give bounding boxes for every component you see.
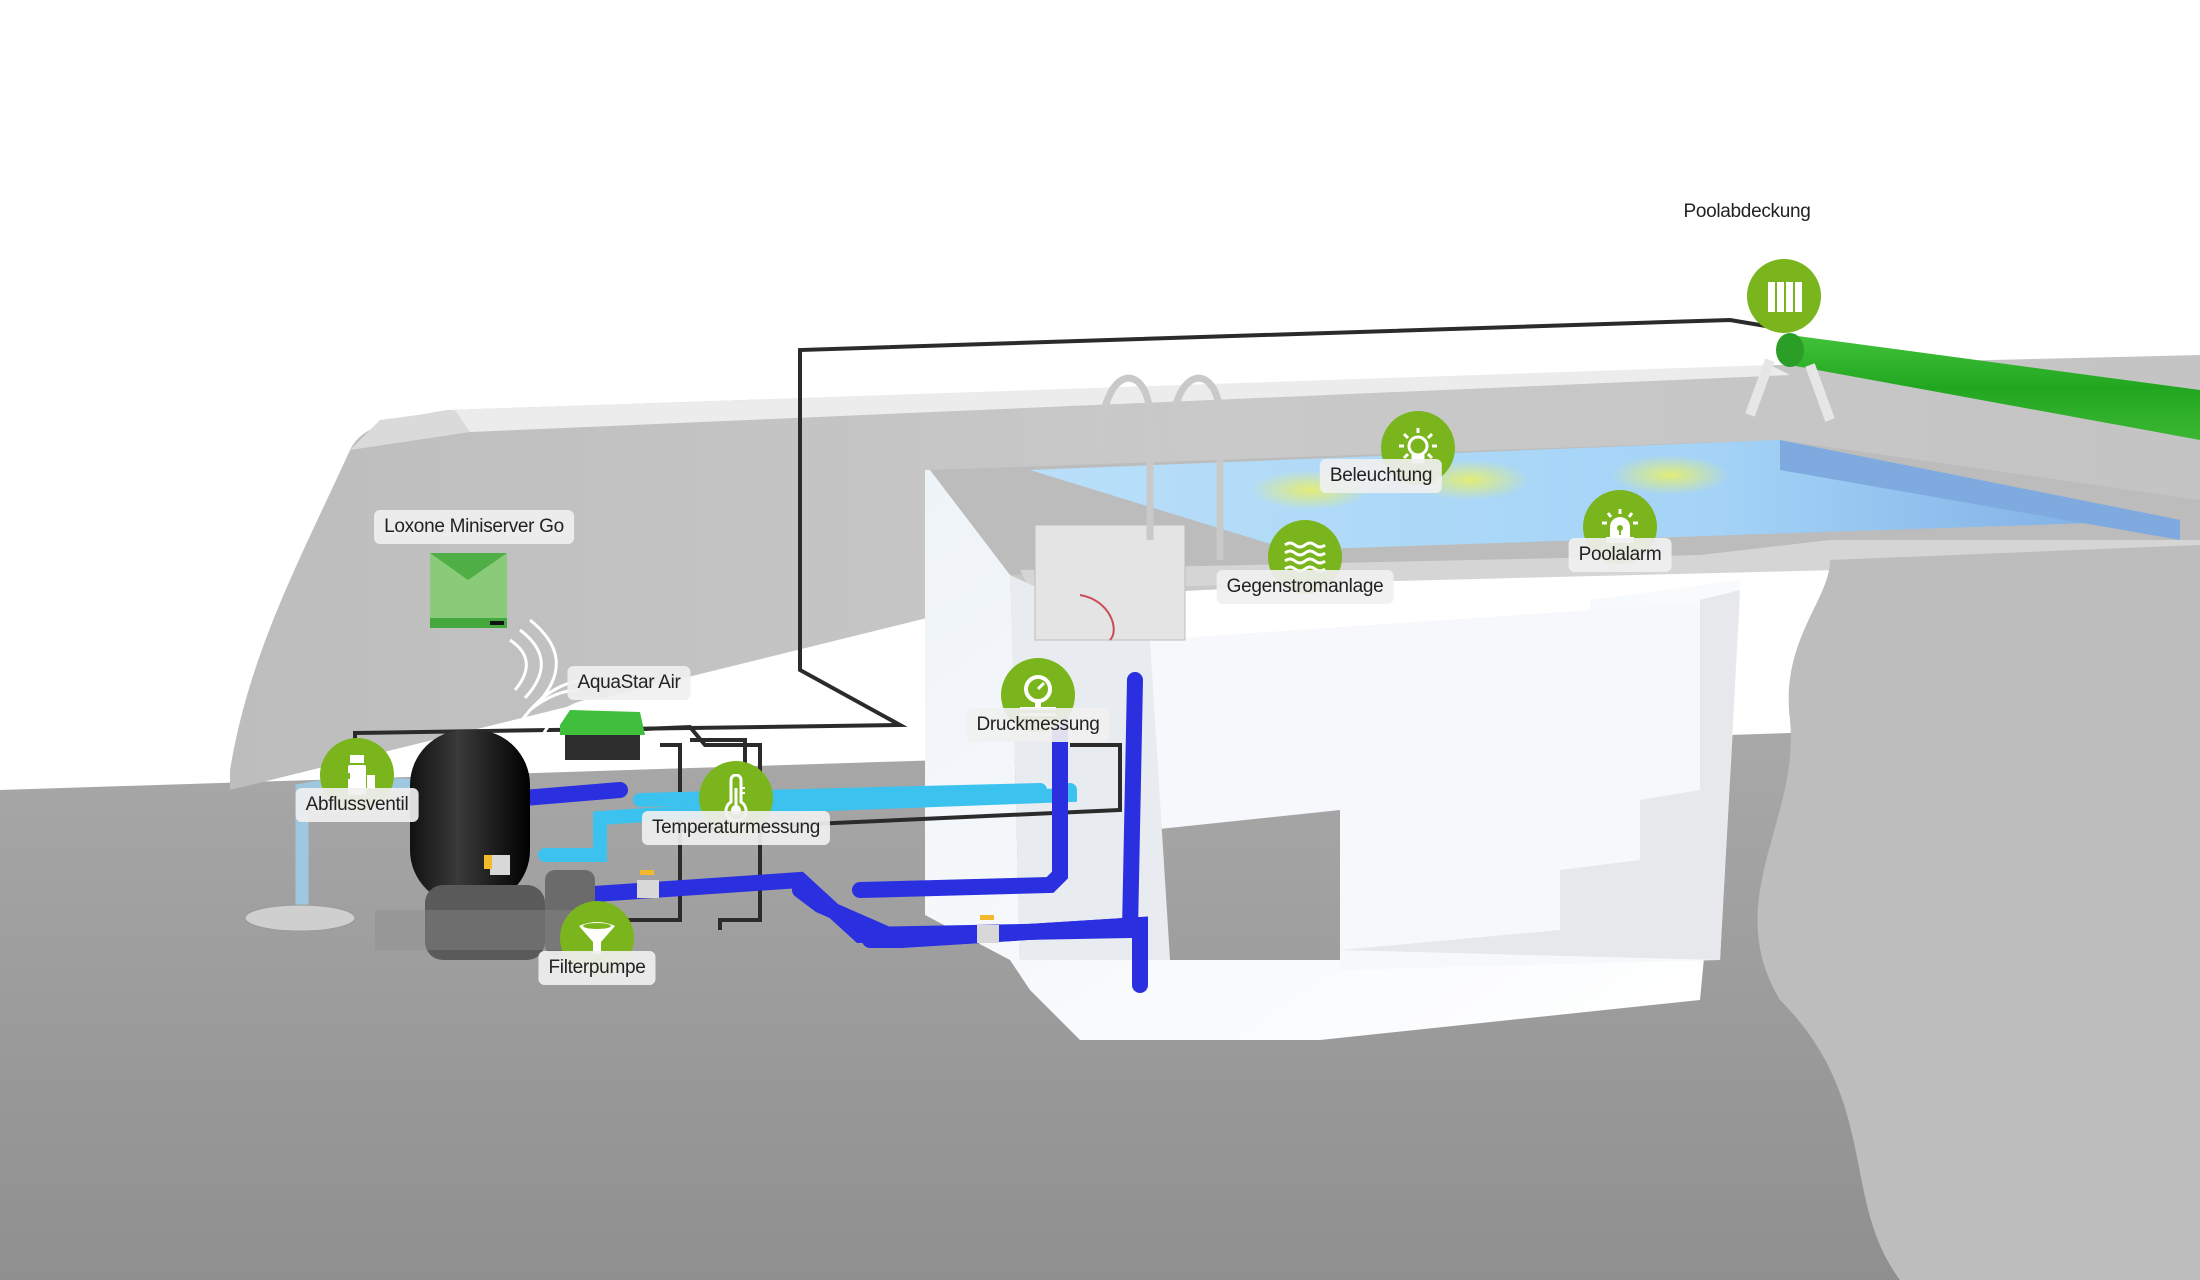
filterpumpe-label[interactable]: Filterpumpe [538, 951, 656, 985]
floor-drain [244, 904, 356, 932]
druckmessung-label[interactable]: Druckmessung [966, 708, 1110, 742]
abflussventil-hotspot[interactable]: Abflussventil [295, 738, 419, 822]
terrain-top-edge [450, 365, 1790, 432]
supply-pipes-blue [492, 672, 1148, 993]
poolabdeckung-hotspot[interactable]: Poolabdeckung [1683, 201, 1821, 333]
poolalarm-hotspot[interactable]: Poolalarm [1568, 490, 1672, 572]
gegenstrom-hotspot[interactable]: Gegenstromanlage [1216, 520, 1394, 604]
poolalarm-label[interactable]: Poolalarm [1568, 538, 1672, 572]
pool-cover-icon[interactable] [1747, 259, 1821, 333]
right-terrain [1757, 545, 2200, 1280]
abflussventil-label[interactable]: Abflussventil [295, 788, 419, 822]
gegenstrom-label[interactable]: Gegenstromanlage [1216, 570, 1394, 604]
skimmer [1034, 524, 1186, 641]
sand-filter-tank [410, 730, 530, 905]
pool-ladder [1096, 374, 1224, 560]
miniserver-device [430, 553, 507, 628]
aquastar-label[interactable]: AquaStar Air [567, 666, 691, 700]
beleuchtung-label[interactable]: Beleuchtung [1319, 459, 1443, 493]
beleuchtung-hotspot[interactable]: Beleuchtung [1319, 411, 1455, 493]
miniserver-label[interactable]: Loxone Miniserver Go [374, 510, 574, 544]
temperatur-hotspot[interactable]: Temperaturmessung [641, 761, 831, 845]
filter-pump [425, 885, 545, 960]
filterpumpe-hotspot[interactable]: Filterpumpe [538, 901, 656, 985]
poolabdeckung-label[interactable]: Poolabdeckung [1683, 201, 1811, 222]
temperatur-label[interactable]: Temperaturmessung [641, 811, 831, 845]
pool-cover-roll [1790, 335, 2200, 440]
druckmessung-hotspot[interactable]: Druckmessung [966, 658, 1110, 742]
control-wires [353, 317, 1791, 930]
aquastar-device [560, 710, 645, 760]
